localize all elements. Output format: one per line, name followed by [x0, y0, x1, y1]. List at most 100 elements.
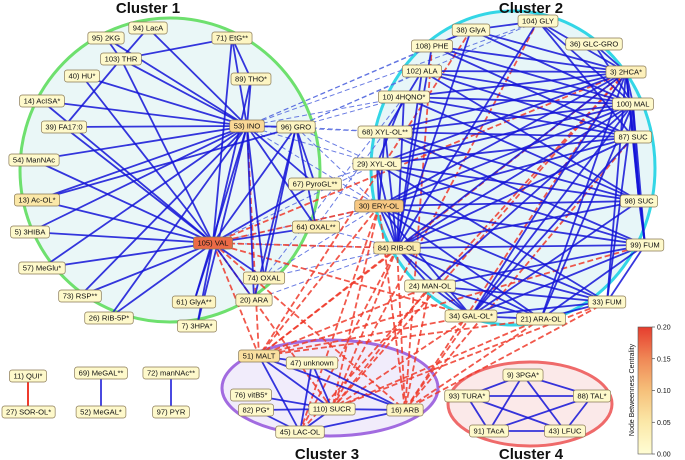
node-box: [378, 90, 430, 104]
node-69: 69) MeGAL**: [74, 366, 128, 380]
edge-dashed-blue-74-30: [263, 205, 380, 279]
node-box: [211, 31, 253, 45]
node-100: 100) MAL: [612, 97, 654, 111]
node-108: 108) PHE: [411, 39, 453, 53]
node-box: [386, 403, 424, 417]
node-box: [502, 368, 544, 382]
edge-blue-108-3: [431, 45, 627, 73]
node-label: 64) OXAL**: [296, 223, 335, 232]
edge-blue-84-99: [396, 244, 646, 249]
edge-blue-57-53: [41, 125, 248, 269]
node-label: 104) GLY: [522, 17, 554, 26]
node-24: 24) MAN-OL: [404, 279, 456, 293]
node-84: 84) RIB-OL: [373, 241, 421, 255]
edge-blue-67-96: [295, 126, 316, 185]
node-box: [229, 119, 265, 133]
edge-dashed-red-105-51: [212, 242, 260, 357]
edge-blue-84-21: [396, 247, 542, 320]
node-label: 27) SOR-OL*: [6, 408, 51, 417]
node-5: 5) 3HIBA: [10, 225, 50, 239]
node-box: [625, 238, 665, 252]
node-73: 73) RSP**: [58, 289, 102, 303]
node-label: 61) GlyA**: [176, 298, 211, 307]
node-box: [275, 425, 325, 439]
edge-blue-108-100: [431, 45, 634, 105]
node-label: 102) ALA: [406, 67, 438, 76]
node-box: [171, 295, 217, 309]
edge-blue-61-53: [193, 125, 248, 303]
edge-dashed-red-84-45: [299, 247, 398, 433]
edge-dashed-red-38-51: [258, 29, 472, 357]
edge-dashed-red-33-16: [404, 301, 608, 411]
edge-blue-34-98: [470, 200, 640, 317]
node-box: [100, 52, 142, 66]
node-27: 27) SOR-OL*: [1, 405, 56, 419]
node-label: 7) 3HPA*: [181, 322, 212, 331]
node-label: 21) ARA-OL: [521, 315, 562, 324]
node-label: 39) FA17:0: [45, 123, 82, 132]
node-box: [404, 279, 456, 293]
node-label: 74) OXAL: [247, 274, 280, 283]
edge-dashed-red-84-110: [331, 247, 398, 410]
edge-dashed-red-108-16: [404, 45, 433, 411]
edge-blue-34-3: [470, 71, 627, 317]
edge-blue-38-84: [396, 29, 472, 249]
edge-dashed-red-21-110: [331, 318, 542, 410]
node-label: 97) PYR: [157, 408, 186, 417]
node-68: 68) XYL-OL**: [357, 125, 413, 139]
edge-dashed-blue-64-68: [315, 131, 386, 228]
node-11: 11) QUI*: [9, 369, 47, 383]
cluster-2-title: Cluster 2: [499, 0, 563, 17]
edge-dashed-red-24-51: [258, 285, 431, 357]
node-box: [605, 65, 647, 79]
node-label: 43) LFUC: [549, 427, 582, 436]
edge-blue-51-45: [258, 355, 301, 433]
node-104: 104) GLY: [517, 14, 559, 28]
node-38: 38) GlyA: [451, 23, 491, 37]
node-label: 89) THO*: [235, 75, 267, 84]
node-label: 54) ManNAc: [13, 156, 55, 165]
node-33: 33) FUM: [587, 295, 627, 309]
edge-blue-103-39: [63, 58, 122, 128]
node-box: [230, 388, 272, 402]
edge-blue-68-3: [384, 71, 627, 133]
edge-blue-84-3: [396, 71, 627, 249]
edge-blue-29-98: [376, 163, 640, 202]
edge-blue-9-43: [522, 374, 566, 432]
node-14: 14) AcISA*: [19, 94, 65, 108]
edge-blue-67-105: [212, 183, 316, 244]
node-label: 20) ARA: [240, 296, 269, 305]
node-76: 76) vitB5*: [230, 388, 272, 402]
edge-blue-30-84: [378, 205, 398, 249]
node-64: 64) OXAL**: [292, 220, 340, 234]
edge-blue-64-96: [295, 126, 317, 228]
node-box: [285, 356, 339, 370]
node-110: 110) SUCR: [308, 402, 356, 416]
node-box: [292, 220, 340, 234]
edge-blue-89-53: [246, 78, 252, 127]
edge-blue-57-105: [41, 242, 214, 269]
edge-blue-10-3: [403, 71, 627, 98]
edge-blue-84-100: [396, 103, 634, 249]
node-box: [612, 97, 654, 111]
edge-blue-102-100: [421, 70, 634, 105]
node-box: [469, 424, 509, 438]
node-53: 53) INO: [229, 119, 265, 133]
edge-blue-30-87: [378, 136, 634, 207]
edge-blue-73-105: [79, 242, 214, 297]
cluster-titles: Cluster 1 Cluster 2 Cluster 3 Cluster 4: [116, 0, 564, 460]
node-52: 52) MeGAL*: [75, 405, 127, 419]
node-45: 45) LAC-OL: [275, 425, 325, 439]
edge-dashed-red-99-51: [258, 244, 646, 357]
edge-blue-29-99: [376, 163, 646, 246]
node-box: [14, 193, 60, 207]
edge-blue-34-100: [470, 103, 634, 317]
edge-blue-33-99: [606, 244, 646, 303]
node-26: 26) RIB-5P*: [84, 311, 134, 325]
node-label: 13) Ac-OL*: [18, 196, 55, 205]
node-box: [352, 157, 402, 171]
edge-blue-47-45: [299, 362, 313, 433]
node-box: [516, 312, 566, 326]
node-box: [41, 120, 87, 134]
